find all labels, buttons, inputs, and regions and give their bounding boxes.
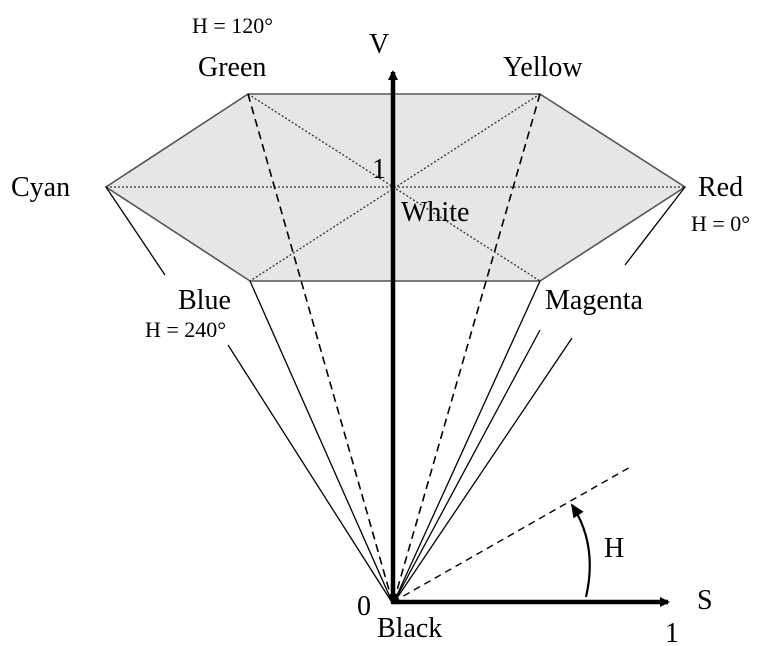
- label-cyan: Cyan: [11, 172, 70, 203]
- label-black: Black: [377, 613, 442, 644]
- label-red: Red: [698, 172, 743, 203]
- label-hue-blue: H = 240°: [145, 317, 226, 342]
- hue-angle-arc: [570, 503, 591, 598]
- edge-cyan-black-upper: [105, 186, 166, 276]
- label-h-angle: H: [604, 533, 624, 564]
- label-origin: 0: [357, 591, 371, 622]
- edge-red-black-lower: [392, 337, 573, 605]
- edge-blue-black: [249, 280, 394, 605]
- edge-magenta-black-2: [392, 329, 541, 605]
- label-blue: Blue: [178, 285, 231, 316]
- label-hue-red: H = 0°: [691, 211, 750, 236]
- label-v-one: 1: [372, 154, 386, 185]
- label-green: Green: [198, 52, 266, 83]
- edge-green-black: [247, 93, 394, 605]
- label-s-axis: S: [697, 585, 713, 616]
- label-s-one: 1: [665, 618, 679, 646]
- label-yellow: Yellow: [503, 52, 583, 83]
- label-v-axis: V: [369, 29, 389, 60]
- edge-yellow-black: [392, 93, 541, 605]
- edge-red-black-upper: [624, 186, 686, 266]
- label-magenta: Magenta: [545, 285, 644, 316]
- label-white: White: [401, 197, 469, 228]
- edge-magenta-black: [392, 280, 541, 605]
- label-hue-green: H = 120°: [192, 13, 273, 38]
- hue-reference-line: [392, 465, 633, 603]
- edge-cyan-black-lower: [227, 344, 394, 605]
